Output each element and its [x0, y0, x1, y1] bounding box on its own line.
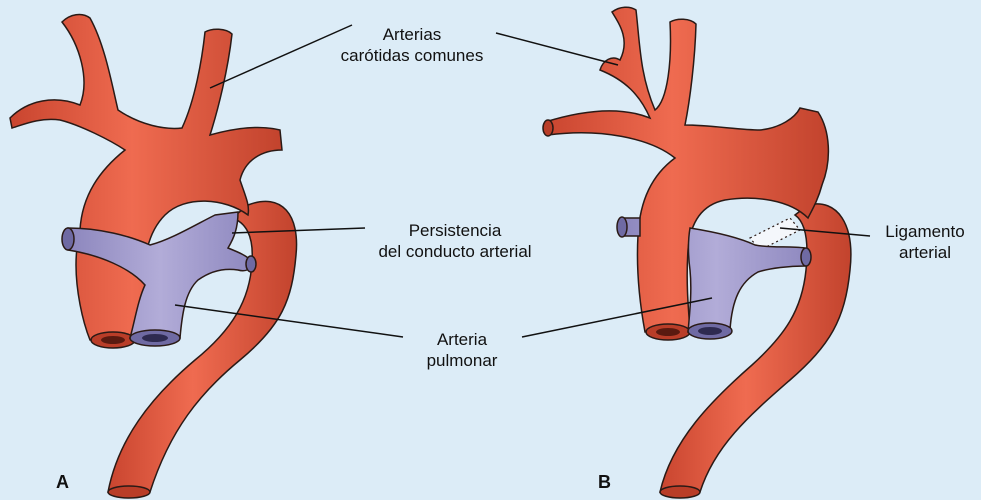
- panel-a-vessels: [10, 15, 297, 498]
- panel-label-b: B: [598, 472, 611, 493]
- carotid-branch-opening-b: [543, 120, 553, 136]
- label-pulmonary-artery: Arteria pulmonar: [392, 329, 532, 371]
- descending-aorta-end-b: [660, 486, 700, 498]
- label-pulmonary-line1: Arteria: [392, 329, 532, 350]
- label-ligamentum-arteriosum: Ligamento arterial: [870, 221, 980, 263]
- pulmonary-left-opening-b: [617, 217, 627, 237]
- label-ductus-line1: Persistencia: [355, 220, 555, 241]
- descending-aorta-end-a: [108, 486, 150, 498]
- aortic-arch-b: [545, 7, 828, 332]
- aortic-root-lumen-a: [101, 336, 125, 344]
- panel-label-a: A: [56, 472, 69, 493]
- pulmonary-trunk-lumen-a: [142, 334, 168, 342]
- label-carotid-arteries: Arterias carótidas comunes: [322, 24, 502, 66]
- label-pulmonary-line2: pulmonar: [392, 350, 532, 371]
- leader-pulmonary-a: [175, 305, 403, 337]
- pulmonary-trunk-lumen-b: [698, 327, 722, 335]
- label-carotid-line1: Arterias: [322, 24, 502, 45]
- label-patent-ductus: Persistencia del conducto arterial: [355, 220, 555, 262]
- label-ductus-line2: del conducto arterial: [355, 241, 555, 262]
- panel-b-vessels: [543, 7, 851, 498]
- pulmonary-right-opening-b: [801, 248, 811, 266]
- aortic-root-lumen-b: [656, 328, 680, 336]
- pulmonary-right-opening-a: [246, 256, 256, 272]
- label-ligament-line2: arterial: [870, 242, 980, 263]
- leader-carotid-b: [496, 33, 618, 65]
- pulmonary-left-opening-a: [62, 228, 74, 250]
- label-carotid-line2: carótidas comunes: [322, 45, 502, 66]
- label-ligament-line1: Ligamento: [870, 221, 980, 242]
